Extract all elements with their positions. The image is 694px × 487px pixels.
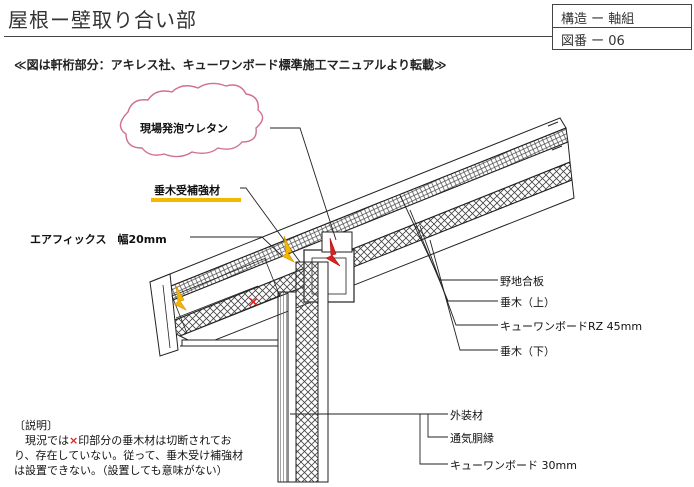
yellow-arrow-1 xyxy=(281,235,295,263)
highlight-underline xyxy=(151,198,241,202)
wall-insulation-board xyxy=(295,261,319,483)
explanation-note: 〔説明〕 現況では×印部分の垂木材は切断されてお り、存在していない。従って、垂… xyxy=(14,418,264,478)
note-line-2: り、存在していない。従って、垂木受け補強材 xyxy=(14,449,244,462)
info-box: 構造 ー 軸組 図番 ー 06 xyxy=(552,4,692,50)
title-divider xyxy=(4,36,552,37)
yellow-arrow-2 xyxy=(173,285,187,311)
label-wall-insulation: キューワンボード 30mm xyxy=(450,459,577,472)
note-title: 〔説明〕 xyxy=(14,419,58,432)
figure-caption: ≪図は軒桁部分：アキレス社、キューワンボード標準施工マニュアルより転載≫ xyxy=(14,58,447,72)
note-line-1-pre: 現況では xyxy=(14,434,69,447)
leader-lines xyxy=(190,127,498,465)
soffit xyxy=(181,339,279,347)
label-roof-insulation: キューワンボードRZ 45mm xyxy=(500,320,643,333)
note-line-1: 現況では×印部分の垂木材は切断されてお xyxy=(14,433,264,448)
label-rafter-lower: 垂木（下） xyxy=(500,345,555,358)
break-line xyxy=(547,121,567,169)
label-furring: 通気胴縁 xyxy=(450,432,494,445)
label-airfix: エアフィックス 幅20mm xyxy=(30,233,167,246)
page-title: 屋根ー壁取り合い部 xyxy=(8,8,197,32)
exterior-cladding xyxy=(277,291,289,483)
wall-assembly xyxy=(180,261,329,483)
eave-end xyxy=(149,258,281,357)
note-line-3: は設置できない。（設置しても意味がない） xyxy=(14,464,228,477)
label-urethane: 現場発泡ウレタン xyxy=(140,122,228,135)
label-rafter-upper: 垂木（上） xyxy=(500,296,555,309)
figure-number-cell: 図番 ー 06 xyxy=(561,34,625,49)
roof-assembly xyxy=(149,117,575,347)
furring-strip xyxy=(287,291,297,483)
urethane-cloud xyxy=(119,82,264,158)
wall-stud xyxy=(317,261,329,483)
note-line-1-post: 印部分の垂木材は切断されてお xyxy=(78,434,232,447)
info-box-divider xyxy=(553,27,691,28)
red-arrow xyxy=(325,237,341,267)
label-exterior: 外装材 xyxy=(450,409,483,422)
note-mark: × xyxy=(69,434,79,447)
label-rafter-reinforcement: 垂木受補強材 xyxy=(154,184,220,197)
label-sheathing: 野地合板 xyxy=(500,275,544,288)
cut-rafter-mark: × xyxy=(248,295,259,310)
category-cell: 構造 ー 軸組 xyxy=(561,12,635,27)
